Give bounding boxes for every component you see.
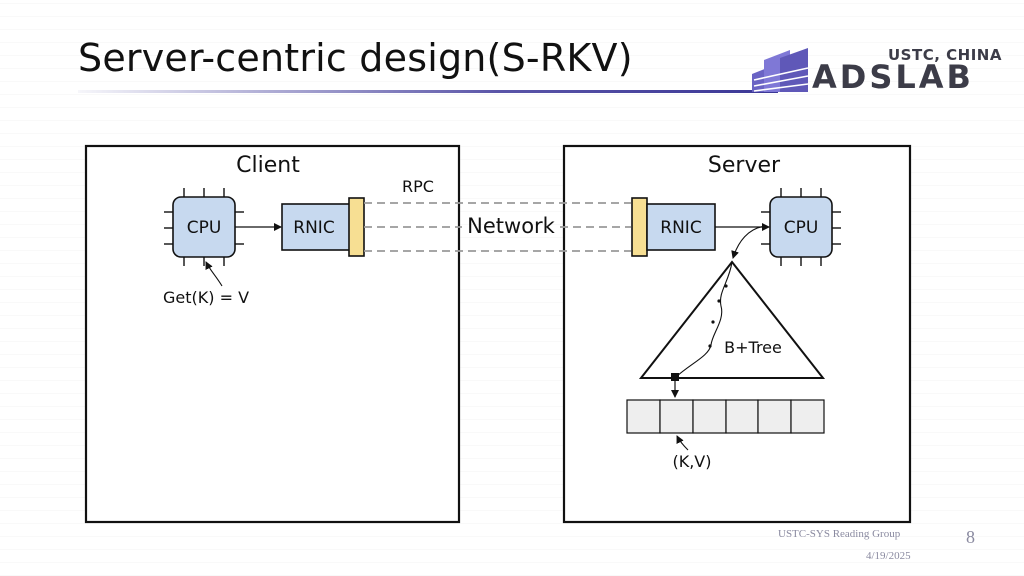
tree-traversal-path [675,261,733,378]
slide-title: Server-centric design(S-RKV) [78,36,633,80]
footer-group-name: USTC-SYS Reading Group [778,528,901,540]
query-label: Get(K) = V [163,288,249,307]
bplus-tree-triangle [638,260,826,379]
client-rnic-box [281,203,351,251]
tree-traversal-nodes [708,284,728,348]
title-underline [78,90,778,93]
tree-leaf-pointer [671,373,679,381]
network-dashed-links [364,202,631,252]
query-curved-arrow [205,261,223,287]
server-rnic-port [631,197,648,257]
client-box [84,144,461,524]
server-cpu-label: CPU [784,218,819,238]
kv-curved-arrow [676,435,689,451]
client-label: Client [236,153,300,178]
rpc-label: RPC [402,177,434,196]
client-rnic-label: RNIC [293,218,334,238]
network-label: Network [467,214,556,238]
kv-label: (K,V) [672,452,711,471]
logo-main-text: ADSLAB [812,58,974,96]
logo-top-text: USTC, CHINA [888,46,1002,64]
kv-array [626,399,825,434]
server-cpu-chip [761,188,841,266]
cpu-to-tree-arrow [731,225,767,259]
client-cpu-label: CPU [187,218,222,238]
server-label: Server [708,153,781,178]
footer-date: 4/19/2025 [866,550,911,562]
client-rnic-port [348,197,365,257]
bplus-tree-label: B+Tree [724,338,782,357]
page-number: 8 [966,527,975,547]
logo-building-icon [752,48,809,92]
adslab-logo [752,48,809,92]
server-rnic-label: RNIC [660,218,701,238]
